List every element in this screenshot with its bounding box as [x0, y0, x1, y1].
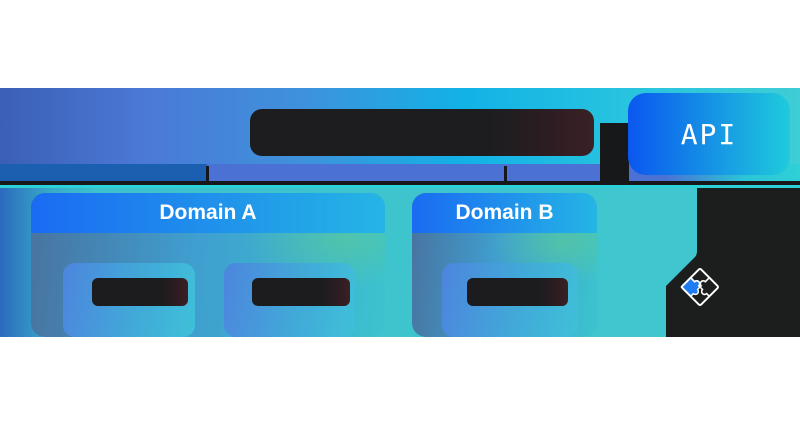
- domain-b-card: Domain B: [412, 193, 597, 337]
- connector-tick-domain-b: [504, 166, 507, 182]
- domain-a-card: Domain A: [31, 193, 385, 337]
- connector-stub: [600, 123, 629, 183]
- domain-b-label: Domain B: [455, 201, 554, 224]
- domain-a-placeholder-box-1: [92, 278, 188, 306]
- api-box: API: [628, 93, 790, 175]
- teal-edge-line: [0, 185, 800, 188]
- api-label: API: [680, 117, 738, 151]
- domain-a-label: Domain A: [159, 201, 257, 224]
- title-box: [250, 109, 594, 156]
- side-dark-panel: [666, 188, 800, 337]
- bus-line: [0, 181, 800, 185]
- domain-a-header: Domain A: [31, 193, 385, 233]
- domain-b-header: Domain B: [412, 193, 597, 233]
- domain-b-placeholder-box-1: [467, 278, 568, 306]
- connector-tick-domain-a: [206, 166, 209, 182]
- puzzle-icon: [679, 266, 721, 308]
- domain-a-placeholder-box-2: [252, 278, 350, 306]
